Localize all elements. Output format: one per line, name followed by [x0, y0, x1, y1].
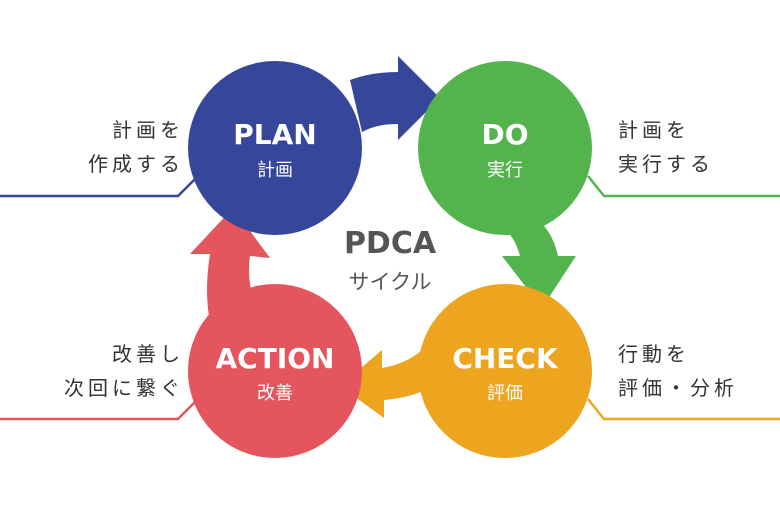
action-circle	[188, 284, 362, 458]
action-note: 改善し 次回に繋ぐ	[64, 337, 184, 405]
plan-note: 計画を 作成する	[88, 113, 184, 181]
check-subtitle: 評価	[487, 383, 523, 404]
plan-to-do-arrow	[350, 56, 440, 140]
check-note-line-2: 評価・分析	[618, 376, 738, 400]
action-subtitle: 改善	[257, 383, 293, 404]
plan-title: PLAN	[233, 118, 316, 151]
plan-note-line-1: 計画を	[112, 118, 184, 142]
do-subtitle: 実行	[487, 160, 523, 181]
action-connector-line	[0, 398, 199, 421]
action-note-line-2: 次回に繋ぐ	[64, 376, 184, 400]
center-subtitle: サイクル	[349, 270, 432, 294]
plan-subtitle: 計画	[257, 160, 293, 181]
plan-circle	[188, 61, 362, 235]
do-note-line-2: 実行する	[618, 152, 714, 176]
center-title: PDCA	[344, 226, 437, 261]
do-note-line-1: 計画を	[618, 118, 690, 142]
do-note: 計画を 実行する	[618, 113, 714, 181]
do-circle	[418, 61, 592, 235]
check-connector-line	[587, 398, 780, 421]
do-connector-line	[587, 175, 780, 198]
check-note: 行動を 評価・分析	[618, 337, 738, 405]
do-title: DO	[481, 118, 528, 151]
check-note-line-1: 行動を	[618, 342, 690, 366]
action-note-line-1: 改善し	[112, 342, 184, 366]
do-to-check-arrow	[500, 216, 576, 308]
action-title: ACTION	[216, 342, 335, 375]
plan-connector-line	[0, 175, 199, 198]
check-title: CHECK	[452, 342, 559, 375]
check-to-action-arrow	[340, 350, 432, 418]
check-circle	[418, 284, 592, 458]
plan-note-line-2: 作成する	[88, 152, 184, 176]
